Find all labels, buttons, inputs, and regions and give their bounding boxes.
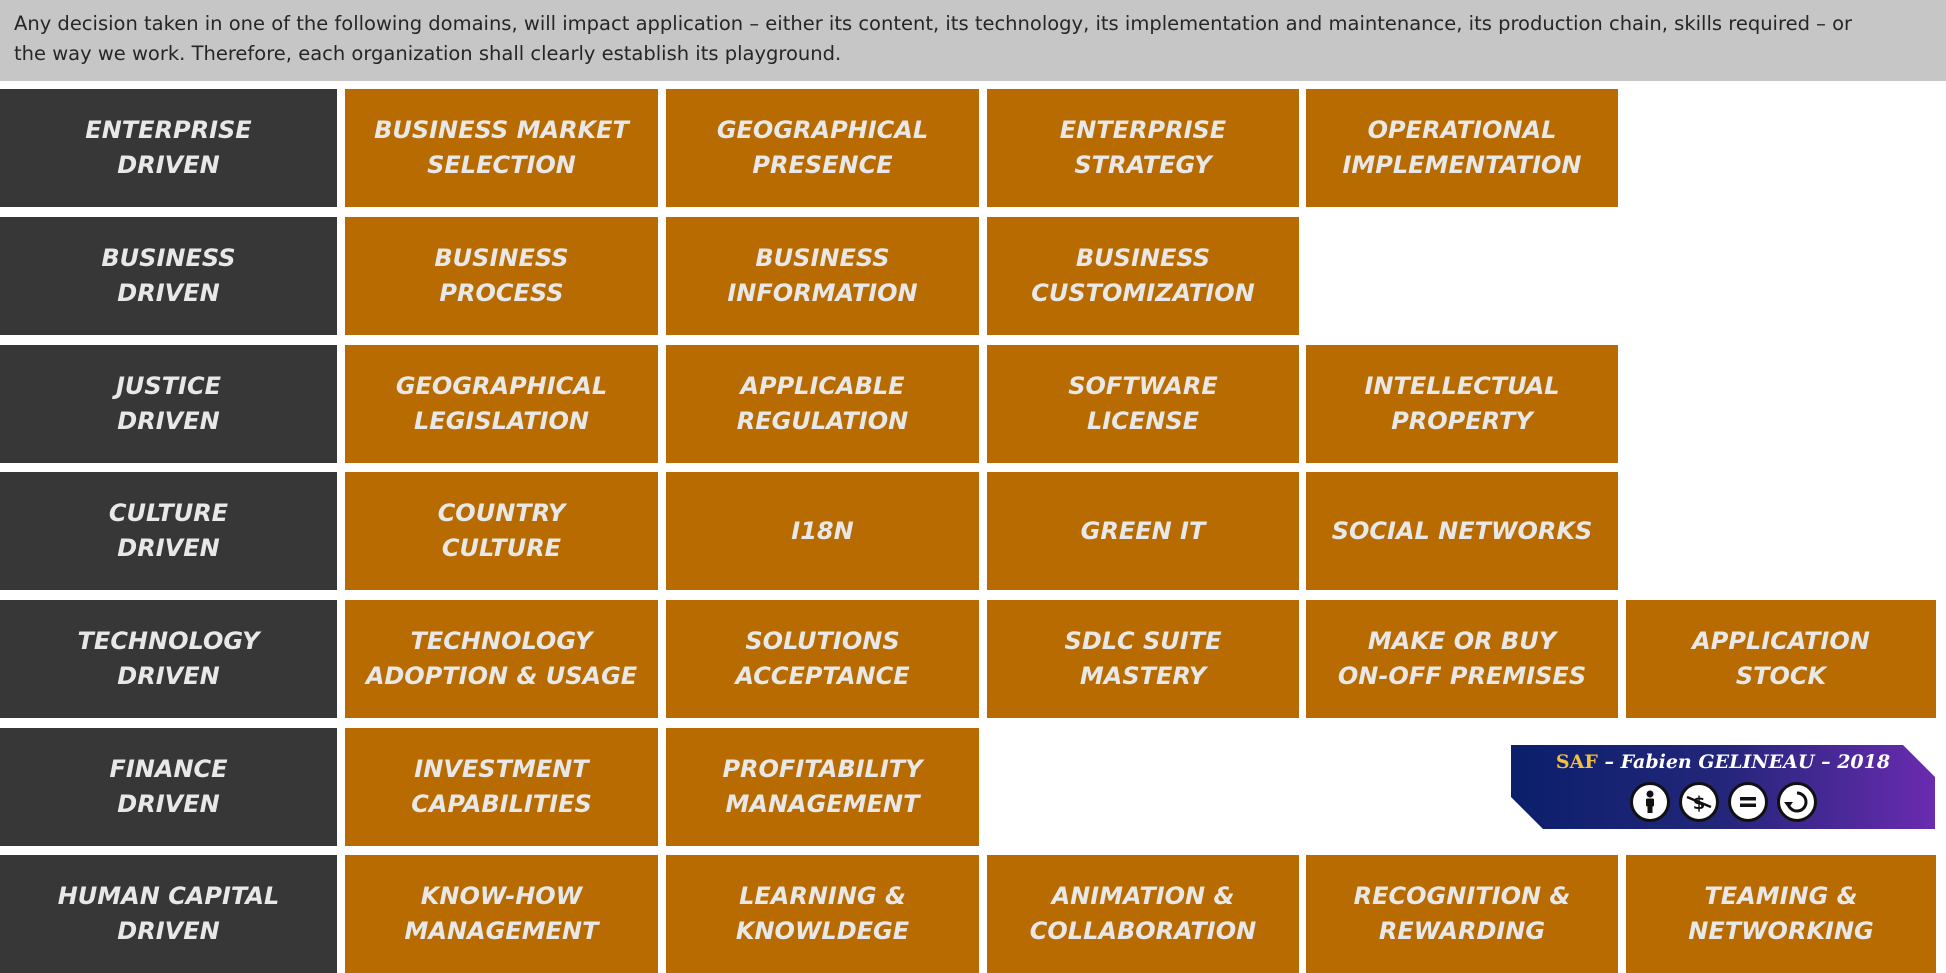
cc-sa-icon — [1776, 782, 1817, 822]
cc-nc-icon: $ — [1678, 782, 1719, 822]
domain-box: BUSINESS INFORMATION — [666, 217, 979, 335]
domain-box: INVESTMENT CAPABILITIES — [345, 728, 658, 846]
intro-line-2: the way we work. Therefore, each organiz… — [14, 42, 842, 65]
domain-box: LEARNING & KNOWLDEGE — [666, 855, 979, 973]
domain-box: BUSINESS CUSTOMIZATION — [987, 217, 1299, 335]
domain-box: SOLUTIONS ACCEPTANCE — [666, 600, 979, 718]
domain-box: TECHNOLOGY ADOPTION & USAGE — [345, 600, 658, 718]
row-label: FINANCE DRIVEN — [0, 728, 337, 846]
badge-author-text: – Fabien GELINEAU – 2018 — [1597, 751, 1891, 773]
svg-text:$: $ — [1692, 793, 1705, 814]
row-label: BUSINESS DRIVEN — [0, 217, 337, 335]
domain-box: SOFTWARE LICENSE — [987, 345, 1299, 463]
domain-box: RECOGNITION & REWARDING — [1306, 855, 1618, 973]
license-badge: SAF – Fabien GELINEAU – 2018 $ — [1511, 745, 1935, 829]
row-label: TECHNOLOGY DRIVEN — [0, 600, 337, 718]
row-label: ENTERPRISE DRIVEN — [0, 89, 337, 207]
domain-box: GEOGRAPHICAL PRESENCE — [666, 89, 979, 207]
domain-box: INTELLECTUAL PROPERTY — [1306, 345, 1618, 463]
domain-box: COUNTRY CULTURE — [345, 472, 658, 590]
domain-box: APPLICATION STOCK — [1626, 600, 1936, 718]
domain-box: MAKE OR BUY ON-OFF PREMISES — [1306, 600, 1618, 718]
row-label: CULTURE DRIVEN — [0, 472, 337, 590]
domain-box: I18N — [666, 472, 979, 590]
domain-box: ANIMATION & COLLABORATION — [987, 855, 1299, 973]
domain-box: SOCIAL NETWORKS — [1306, 472, 1618, 590]
cc-icon-row: $ — [1511, 782, 1935, 822]
domain-box: KNOW-HOW MANAGEMENT — [345, 855, 658, 973]
badge-author: SAF – Fabien GELINEAU – 2018 — [1511, 751, 1935, 773]
cc-by-icon — [1629, 782, 1670, 822]
domain-box: TEAMING & NETWORKING — [1626, 855, 1936, 973]
row-label: JUSTICE DRIVEN — [0, 345, 337, 463]
domain-box: PROFITABILITY MANAGEMENT — [666, 728, 979, 846]
domain-box: APPLICABLE REGULATION — [666, 345, 979, 463]
domain-box: GREEN IT — [987, 472, 1299, 590]
intro-banner: Any decision taken in one of the followi… — [0, 0, 1946, 81]
domain-box: ENTERPRISE STRATEGY — [987, 89, 1299, 207]
domain-box: GEOGRAPHICAL LEGISLATION — [345, 345, 658, 463]
domain-box: BUSINESS PROCESS — [345, 217, 658, 335]
badge-saf: SAF — [1555, 751, 1598, 773]
row-label: HUMAN CAPITAL DRIVEN — [0, 855, 337, 973]
domain-box: BUSINESS MARKET SELECTION — [345, 89, 658, 207]
cc-nd-icon — [1727, 782, 1768, 822]
domain-box: SDLC SUITE MASTERY — [987, 600, 1299, 718]
domain-box: OPERATIONAL IMPLEMENTATION — [1306, 89, 1618, 207]
intro-line-1: Any decision taken in one of the followi… — [14, 12, 1853, 35]
